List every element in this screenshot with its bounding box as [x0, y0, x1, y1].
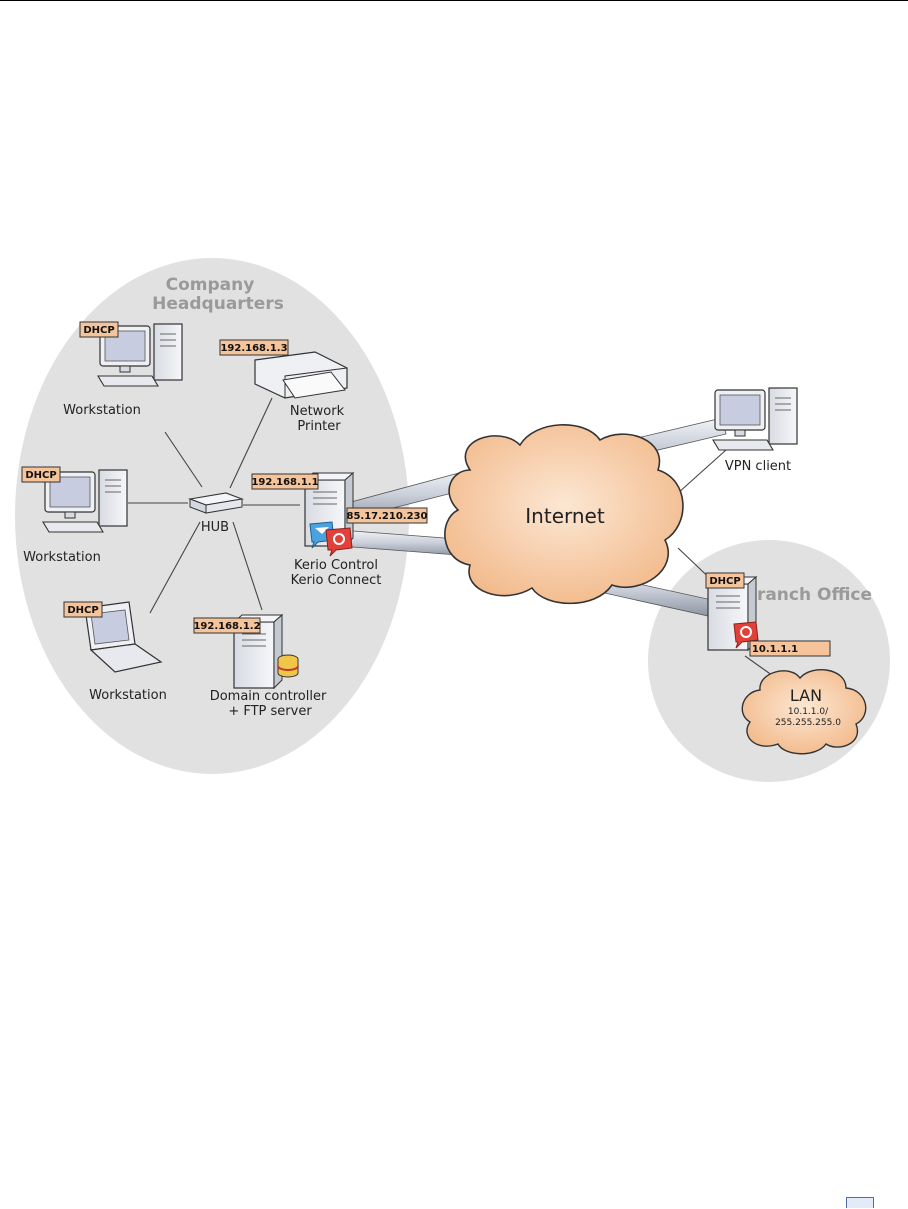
- headquarters-title-line1: Company: [166, 275, 255, 295]
- ws1-label: Workstation: [63, 403, 141, 418]
- ip-tag: [346, 507, 428, 524]
- ws2-label: Workstation: [23, 550, 101, 565]
- top-rule: [0, 0, 908, 1]
- ws3-label: Workstation: [89, 688, 167, 703]
- lan-mask: 255.255.255.0: [775, 718, 841, 728]
- hub-label: HUB: [201, 520, 229, 535]
- kerio-control-icon: [325, 527, 353, 557]
- branch-office-title: Branch Office: [744, 585, 872, 605]
- ip-tag: [251, 473, 319, 490]
- dc-label-2: + FTP server: [228, 704, 312, 719]
- ws2-tag-text: DHCP: [25, 470, 56, 481]
- dhcp-tag: [63, 601, 103, 618]
- laptop-icon: [84, 601, 163, 673]
- gateway-wan-tag-text: 85.17.210.230: [347, 511, 428, 522]
- printer-icon: [254, 351, 348, 399]
- dc-label-1: Domain controller: [210, 689, 327, 704]
- internet-cloud-icon: [444, 423, 684, 605]
- hub-icon: [187, 492, 245, 514]
- lan-cloud-icon: [741, 669, 867, 755]
- branch-dhcp-tag-text: DHCP: [709, 576, 740, 587]
- kerio-connect-icon: [309, 521, 335, 549]
- printer-label-2: Printer: [297, 419, 341, 434]
- dc-tag-text: 192.168.1.2: [193, 621, 260, 632]
- hub-connections: [128, 397, 300, 614]
- headquarters-title-line2: Headquarters: [152, 294, 284, 314]
- database-icon: [277, 654, 299, 678]
- kerio-control-icon: [733, 621, 759, 649]
- gateway-label-1: Kerio Control: [294, 558, 378, 573]
- printer-label-1: Network: [290, 404, 345, 419]
- vpn-client-label: VPN client: [725, 459, 791, 474]
- ip-tag: [749, 640, 831, 657]
- ip-tag: [193, 617, 261, 634]
- gateway-lan-tag-text: 192.168.1.1: [251, 477, 318, 488]
- dhcp-tag: [21, 466, 61, 483]
- lan-network: 10.1.1.0/: [788, 707, 829, 717]
- ws3-tag-text: DHCP: [67, 605, 98, 616]
- ip-tag: [219, 339, 289, 356]
- workstation-icon: [712, 387, 798, 451]
- lan-title: LAN: [790, 686, 822, 705]
- branch-lan-tag-text: 10.1.1.1: [752, 644, 798, 655]
- internet-label: Internet: [525, 504, 605, 528]
- dhcp-tag: [705, 572, 745, 589]
- ws1-tag-text: DHCP: [83, 325, 114, 336]
- dhcp-tag: [79, 321, 119, 338]
- printer-tag-text: 192.168.1.3: [220, 343, 287, 354]
- gateway-label-2: Kerio Connect: [291, 573, 382, 588]
- page-nav-button[interactable]: [846, 1197, 874, 1208]
